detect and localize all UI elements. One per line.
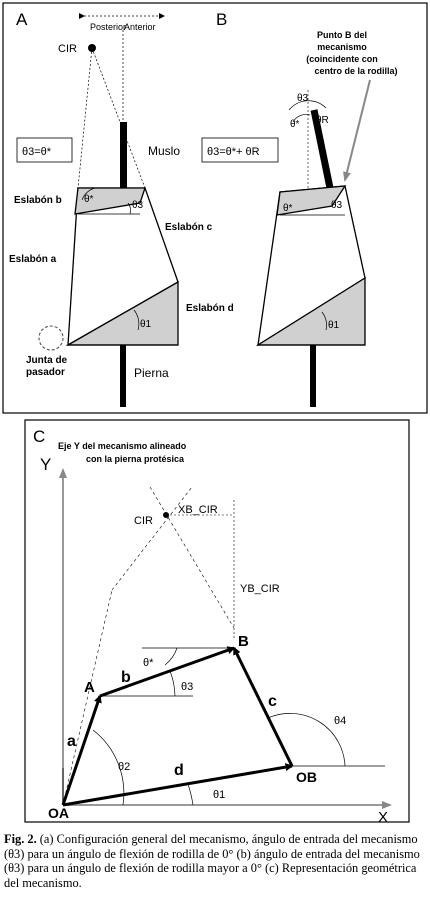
note-line1: Eje Y del mecanismo alineado [58, 441, 187, 451]
arc-theta-star-top [292, 114, 311, 123]
point-b-label: B [238, 633, 249, 650]
arc-theta-star-a [81, 187, 96, 201]
link-b-label: b [121, 669, 131, 686]
arc-theta-star-c [164, 647, 178, 666]
theta-3-c: θ3 [181, 681, 193, 693]
point-a-label: A [84, 679, 95, 696]
theta-star-a: θ* [84, 194, 94, 205]
arc-theta-1-a [133, 309, 140, 331]
arc-theta-4-c [267, 713, 346, 767]
punto-b-line4: centro de la rodilla) [314, 66, 397, 76]
panel-c-frame [24, 419, 410, 823]
panel-ab-frame [2, 2, 428, 414]
theta-3-a: θ3 [132, 200, 144, 211]
caption-fig-label: Fig. 2. [4, 832, 37, 846]
muslo-label: Muslo [148, 144, 180, 158]
panel-a-letter: A [16, 10, 28, 29]
link-c-label: c [268, 693, 277, 710]
thigh-bar [120, 122, 127, 188]
eslabon-a-label: Eslabón a [9, 254, 57, 265]
note-line2: con la pierna protésica [86, 454, 185, 464]
arc-theta-3-a [127, 202, 131, 215]
x-axis-label: X [378, 809, 388, 826]
arc-theta-3-top [288, 100, 327, 111]
link-a-label: a [67, 733, 76, 750]
theta-2-c: θ2 [118, 761, 130, 773]
panel-c-letter: C [33, 427, 45, 446]
cir-point-c [163, 512, 169, 518]
equation-box-b [201, 137, 279, 163]
theta-1-c: θ1 [213, 789, 225, 801]
cir-line-left [77, 47, 93, 189]
pierna-label: Pierna [134, 366, 169, 380]
junta-line1: Junta de [26, 355, 68, 366]
panel-c: C Eje Y del mecanismo alineado con la pi… [33, 427, 392, 826]
eslabon-b-label: Eslabón b [14, 195, 62, 206]
posterior-label: Posterior [90, 22, 126, 32]
link-b-b [276, 185, 347, 216]
panel-b: B Punto B del mecanismo (coincidente con… [201, 10, 398, 407]
arc-theta-3-c [169, 670, 176, 697]
theta-3-b: θ3 [331, 200, 343, 211]
punto-b-pointer-arrow [343, 79, 371, 182]
link-a-extension [62, 589, 113, 806]
equation-b: θ3=θ*+ θR [207, 146, 260, 158]
caption-text: (a) Configuración general del mecanismo,… [4, 832, 420, 890]
junta-line2: pasador [26, 367, 65, 378]
theta-star-top-b: θ* [290, 119, 300, 130]
theta-r-b: θR [316, 115, 329, 126]
punto-b-line3: (coincidente con [306, 54, 378, 64]
link-a-vector [61, 694, 102, 806]
theta-4-c: θ4 [334, 715, 346, 727]
y-b-cir-label: YB_CIR [240, 583, 280, 595]
arc-theta-1-b [321, 311, 327, 331]
o-a-label: OA [48, 805, 69, 821]
arc-theta-2-c [92, 729, 125, 806]
anterior-label: Anterior [124, 22, 156, 32]
cir-dashed-left [111, 486, 193, 591]
link-b-vector [99, 646, 236, 698]
link-d-label: d [174, 762, 184, 779]
thigh-bar-b [310, 109, 334, 189]
eslabon-d-label: Eslabón d [186, 303, 234, 314]
link-b-a [74, 187, 146, 215]
theta-star-c: θ* [143, 657, 154, 669]
equation-a: θ3=θ* [22, 146, 52, 158]
panel-a: A Posterior Anterior CIR Muslo θ3=θ* θ* … [9, 10, 234, 407]
arc-theta-1-c [187, 783, 194, 806]
panel-b-letter: B [216, 10, 227, 29]
shin-bar-a [120, 345, 126, 407]
punto-b-line1: Punto B del [317, 30, 367, 40]
cir-label: CIR [58, 43, 77, 55]
x-b-cir-label: XB_CIR [178, 504, 218, 516]
theta-star-b: θ* [283, 203, 293, 214]
theta-3-top-b: θ3 [297, 93, 309, 104]
theta-1-b: θ1 [328, 320, 340, 331]
eslabon-c-label: Eslabón c [165, 222, 213, 233]
cir-line-right [91, 47, 146, 189]
equation-box-a [16, 137, 73, 163]
link-c-vector [232, 646, 294, 767]
pin-joint-marker [38, 325, 64, 351]
o-b-label: OB [296, 769, 317, 785]
punto-b-line2: mecanismo [317, 42, 367, 52]
shin-bar-b [310, 345, 316, 407]
cir-label-c: CIR [134, 515, 153, 527]
theta-1-a: θ1 [140, 319, 152, 330]
figure-caption: Fig. 2. (a) Configuración general del me… [4, 832, 426, 890]
link-d-vector [62, 763, 294, 807]
y-axis-label: Y [40, 455, 51, 474]
